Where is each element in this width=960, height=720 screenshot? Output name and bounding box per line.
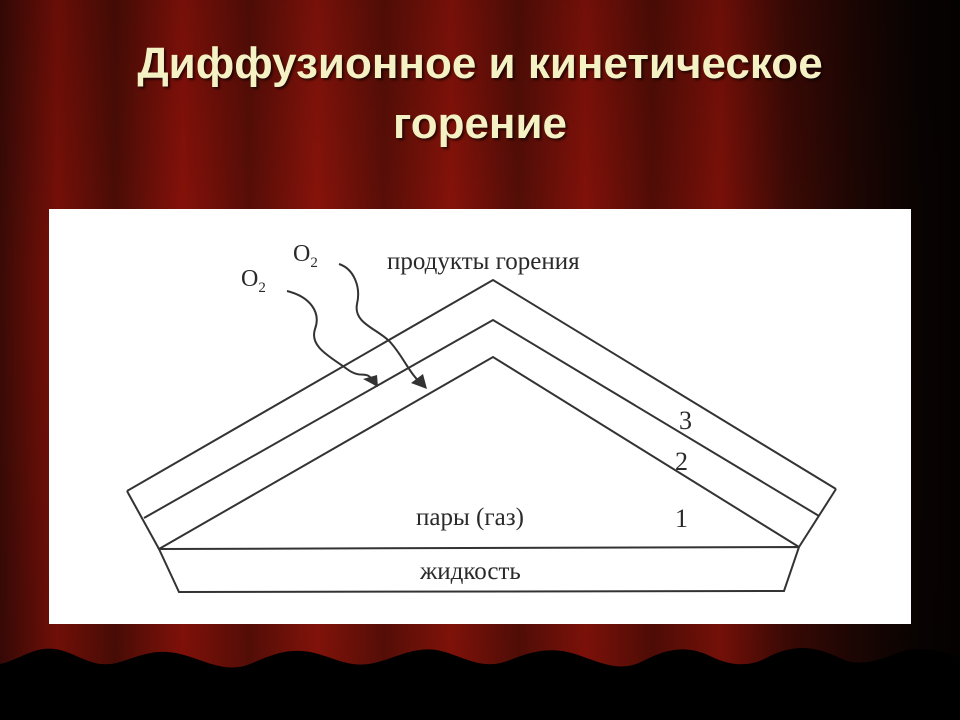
slide-title: Диффузионное и кинетическое горение xyxy=(20,34,940,154)
vapors-label: пары (газ) xyxy=(416,504,524,531)
zone-3-outline xyxy=(126,278,837,492)
zone-2-outline xyxy=(143,318,820,519)
left-edge xyxy=(126,490,160,550)
title-line-2: горение xyxy=(392,99,568,148)
liquid-layer xyxy=(157,545,801,594)
oxygen-arrow-2 xyxy=(338,263,426,388)
zone-2-label: 2 xyxy=(675,447,688,476)
oxygen-arrowhead-2 xyxy=(411,374,427,389)
oxygen-arrowhead-1 xyxy=(363,375,378,387)
zone-1-label: 1 xyxy=(675,504,688,533)
zone-1-outline xyxy=(158,355,800,550)
oxygen-label-1: O2 xyxy=(241,266,266,296)
diagram-svg: продукты горения пары (газ) жидкость O2 … xyxy=(126,241,837,594)
title-line-1: Диффузионное и кинетическое xyxy=(137,39,823,88)
liquid-label: жидкость xyxy=(419,558,521,585)
right-edge xyxy=(798,488,837,548)
oxygen-arrow-1 xyxy=(286,290,376,386)
oxygen-label-2: O2 xyxy=(293,241,318,271)
combustion-diagram: продукты горения пары (газ) жидкость O2 … xyxy=(49,209,911,624)
curtain-fringe xyxy=(0,647,960,720)
zone-3-label: 3 xyxy=(679,406,692,435)
products-label: продукты горения xyxy=(387,248,580,275)
fringe-shape xyxy=(0,647,960,720)
